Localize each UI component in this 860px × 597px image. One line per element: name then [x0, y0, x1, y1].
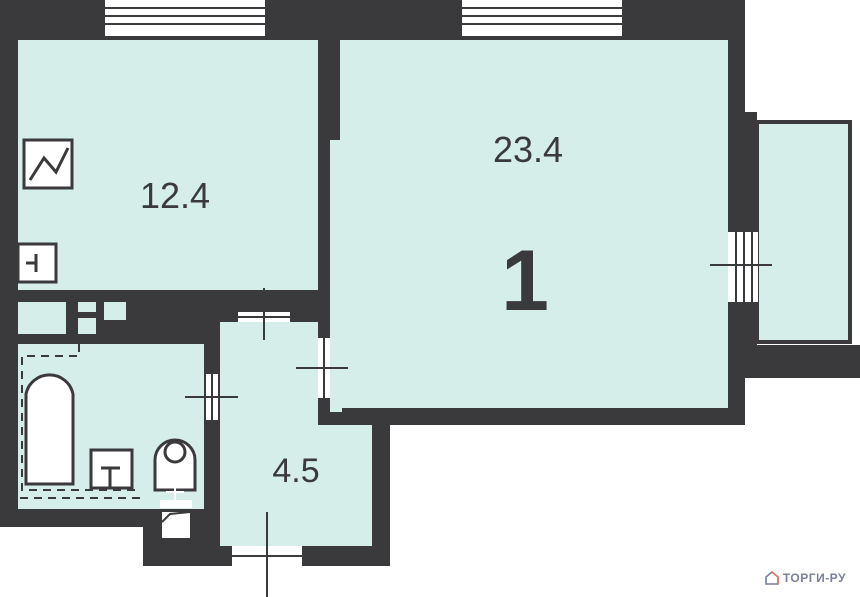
closet-floor-2 [78, 302, 96, 312]
bath-zone-outline [20, 344, 143, 499]
sink-icon [16, 242, 58, 284]
bathtub-icon [24, 373, 75, 486]
door-kitchen [232, 288, 296, 340]
window-kitchen [105, 0, 265, 36]
room-area-living: 23.4 [493, 129, 563, 170]
living-floor [340, 40, 728, 408]
toilet-icon [153, 438, 197, 492]
door-bathroom [185, 368, 238, 426]
closet-floor-1 [18, 302, 66, 334]
washbasin-icon [89, 448, 134, 490]
house-icon [765, 571, 779, 585]
stove-icon [22, 138, 74, 190]
floors [18, 40, 728, 546]
door-living [296, 332, 348, 404]
logo-text: ТОРГИ-РУ [782, 571, 846, 585]
balcony [710, 112, 860, 378]
hall-floor [220, 322, 318, 546]
room-number: 1 [501, 233, 549, 329]
room-area-kitchen: 12.4 [140, 175, 210, 216]
riser-icon [160, 482, 192, 538]
logo: ТОРГИ-РУ [764, 571, 846, 585]
window-living [462, 0, 622, 36]
door-entrance [232, 512, 302, 597]
room-area-hall: 4.5 [272, 452, 319, 490]
